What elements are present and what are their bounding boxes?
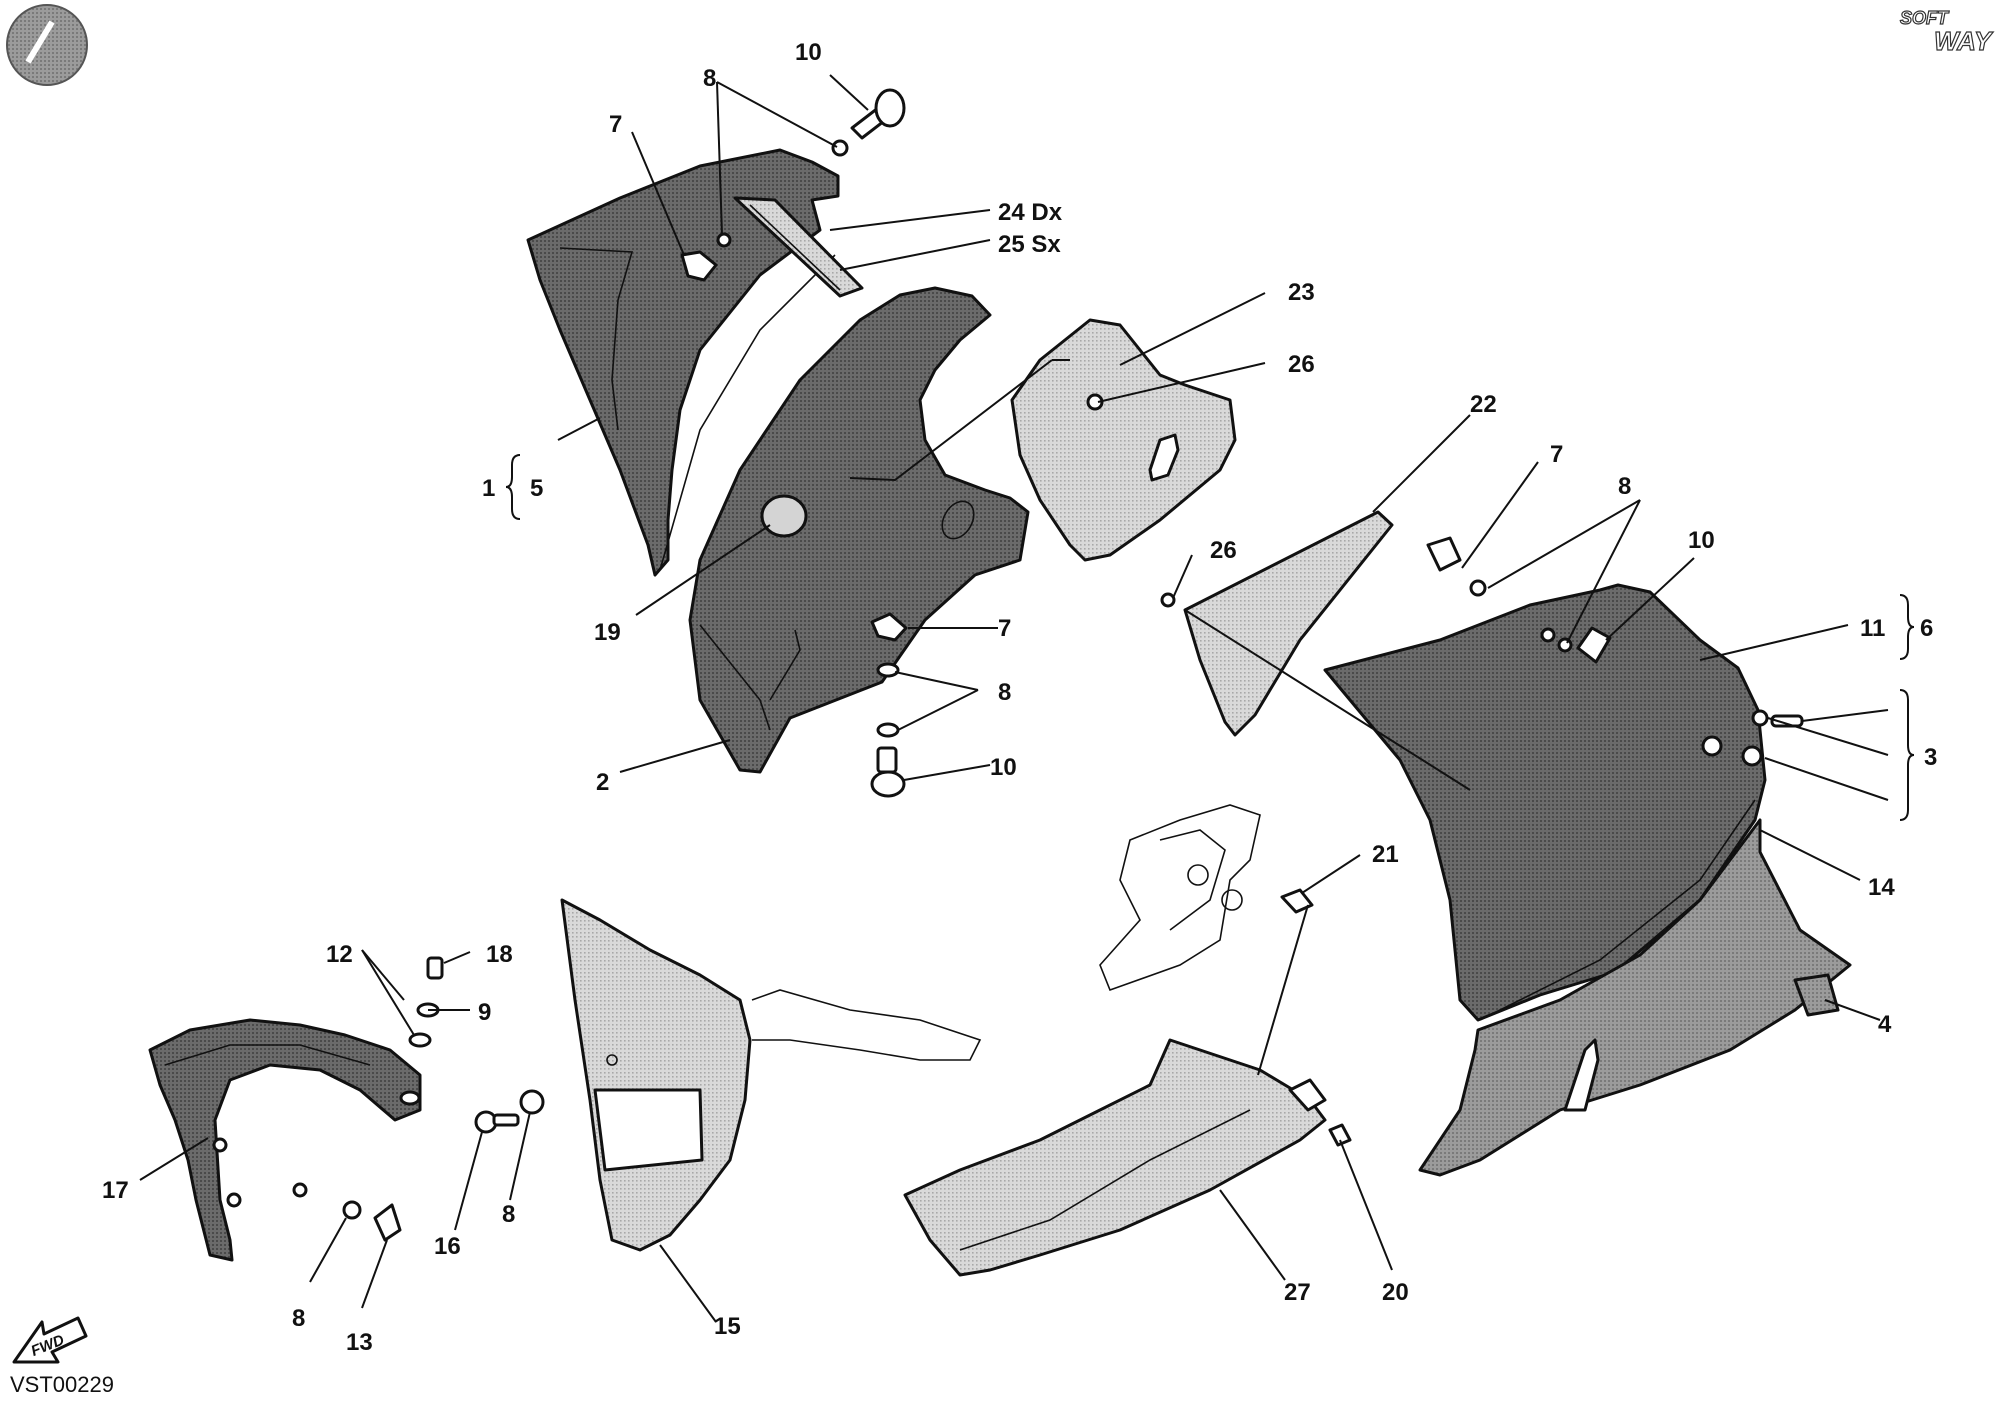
- callout-7-right: 7: [1550, 441, 1563, 468]
- part-inner-panel: [688, 286, 1030, 798]
- document-code: VST00229: [10, 1372, 114, 1397]
- callout-24-dx: 24 Dx: [998, 199, 1063, 226]
- callout-7-middle: 7: [998, 615, 1011, 642]
- logo-word-2: WAY: [1933, 25, 1992, 56]
- callout-14: 14: [1868, 874, 1895, 901]
- forward-direction-icon: FWD: [12, 1316, 88, 1364]
- callout-9: 9: [478, 999, 491, 1026]
- callout-3: 3: [1924, 744, 1937, 771]
- callout-1: 1: [482, 475, 495, 502]
- part-frame-outline: [1099, 804, 1314, 992]
- callout-11: 11: [1860, 615, 1885, 642]
- callout-18: 18: [486, 941, 513, 968]
- part-fasteners-side-cover: [474, 1089, 545, 1134]
- leader-lines: [139, 74, 1889, 1323]
- callout-5: 5: [530, 475, 543, 502]
- logo-word-1: SOFT: [1899, 7, 1948, 28]
- callout-15: 15: [714, 1313, 741, 1340]
- callout-26-lower: 26: [1210, 537, 1237, 564]
- grouping-brackets: [505, 454, 1915, 821]
- callout-8-right: 8: [1618, 473, 1631, 500]
- part-chain-side-cover: [560, 898, 982, 1252]
- part-upper-side-panel: [526, 88, 906, 577]
- callout-6: 6: [1920, 615, 1933, 642]
- part-belly-pan: [903, 1038, 1352, 1277]
- callout-8-bottom-left: 8: [292, 1305, 305, 1332]
- callout-17: 17: [102, 1177, 129, 1204]
- callout-25-sx: 25 Sx: [998, 231, 1061, 258]
- callout-2: 2: [596, 769, 609, 796]
- callout-10-top: 10: [795, 39, 822, 66]
- callout-13: 13: [346, 1329, 373, 1356]
- callout-22: 22: [1470, 391, 1497, 418]
- callout-8-bottom-mid: 8: [502, 1201, 515, 1228]
- callout-19: 19: [594, 619, 621, 646]
- callout-labels: 10 8 7 24 Dx 25 Sx 23 26 1 5 22 7 8 10 2…: [102, 39, 1937, 1356]
- part-front-mudguard: [148, 956, 444, 1262]
- callout-26-upper: 26: [1288, 351, 1315, 378]
- callout-8-top: 8: [703, 65, 716, 92]
- callout-12: 12: [326, 941, 353, 968]
- callout-10-middle: 10: [990, 754, 1017, 781]
- callout-27: 27: [1284, 1279, 1311, 1306]
- callout-10-right: 10: [1688, 527, 1715, 554]
- callout-7-top: 7: [609, 111, 622, 138]
- callout-23: 23: [1288, 279, 1315, 306]
- callout-4: 4: [1878, 1011, 1892, 1038]
- callout-8-middle: 8: [998, 679, 1011, 706]
- callout-20: 20: [1382, 1279, 1409, 1306]
- part-right-fairing: [1323, 536, 1852, 1177]
- corner-mark-icon: [6, 4, 88, 86]
- callout-21: 21: [1372, 841, 1399, 868]
- part-cover-plate: [1010, 318, 1237, 562]
- part-triangle-cover: [1160, 510, 1394, 737]
- callout-16: 16: [434, 1233, 461, 1260]
- brand-logo: SOFT WAY: [1894, 7, 1994, 56]
